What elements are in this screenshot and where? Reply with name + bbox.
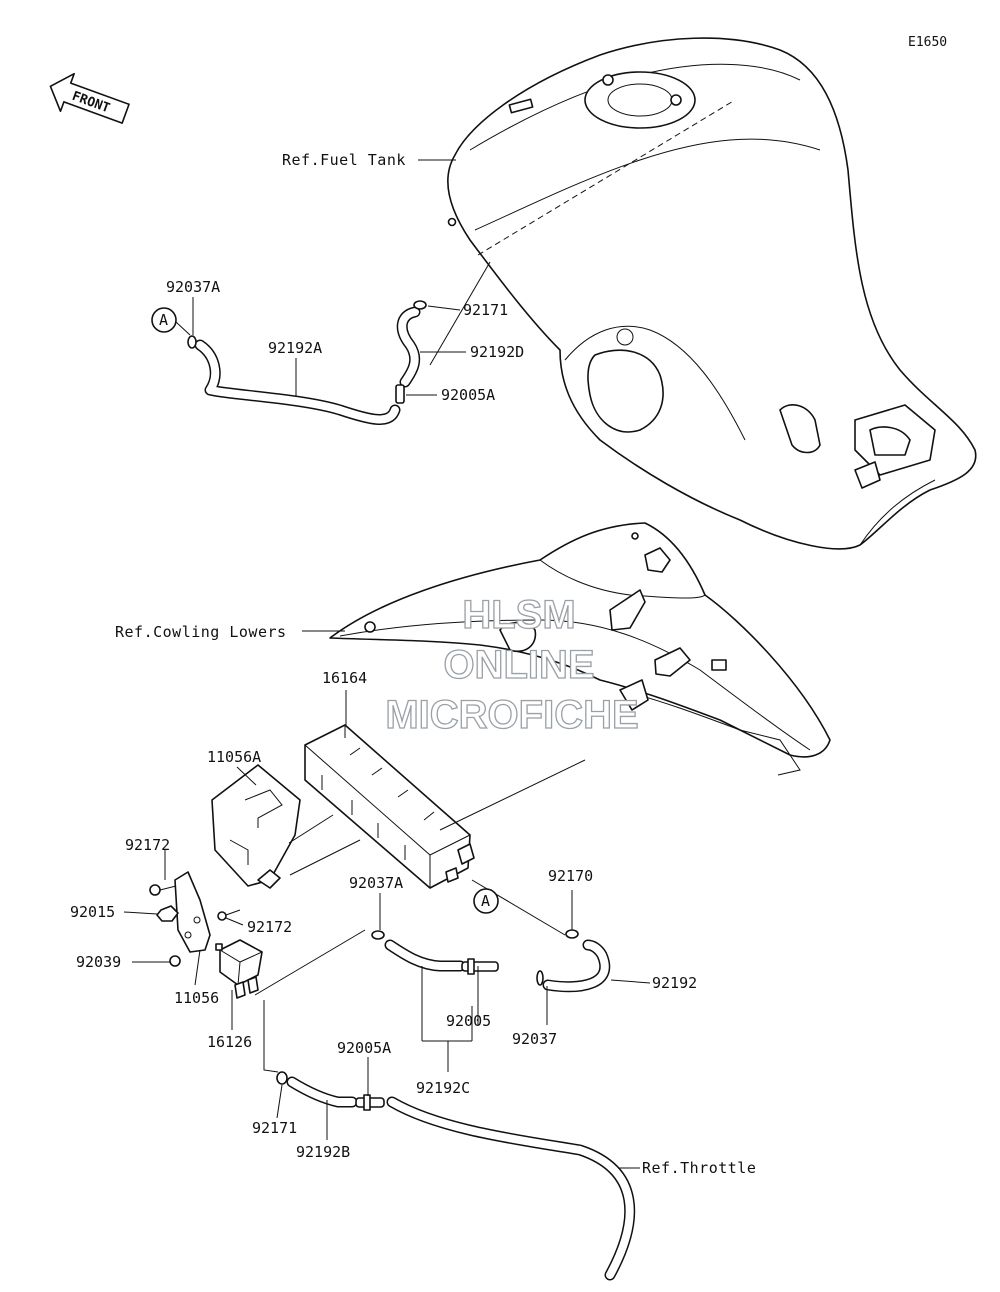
clamp-92171-low: [276, 1071, 288, 1085]
clamp-92037A-top: [187, 335, 197, 349]
diagram-code: E1650: [908, 35, 947, 50]
part-92172-left: 92172: [125, 836, 170, 854]
part-92005A-top: 92005A: [441, 386, 495, 404]
bolt-92039: [169, 955, 181, 967]
part-92037A-top: 92037A: [166, 278, 220, 296]
svg-text:ONLINE: ONLINE: [443, 643, 594, 687]
part-92172-mid: 92172: [247, 918, 292, 936]
part-92171-top: 92171: [463, 301, 508, 319]
cowling-lower-illustration: [329, 522, 831, 776]
clamp-92037A-low: [371, 930, 385, 940]
hose-92192C: [384, 939, 466, 972]
front-direction-arrow-icon: FRONT: [49, 72, 130, 124]
part-92005A-low: 92005A: [337, 1039, 391, 1057]
joint-92005: [461, 958, 499, 975]
valve-16126: [215, 939, 263, 999]
bracket-11056: [174, 871, 211, 953]
part-92005: 92005: [446, 1012, 491, 1030]
part-11056A: 11056A: [207, 748, 261, 766]
part-92039: 92039: [76, 953, 121, 971]
svg-text:A: A: [481, 892, 490, 910]
part-92192C: 92192C: [416, 1079, 470, 1097]
connector-marker-a-top: A: [151, 307, 191, 336]
ref-throttle-label: Ref.Throttle: [642, 1159, 756, 1177]
part-16126: 16126: [207, 1033, 252, 1051]
part-92170: 92170: [548, 867, 593, 885]
bolt-92172-mid: [217, 909, 241, 921]
fuel-tank-illustration: [447, 37, 977, 550]
part-92015: 92015: [70, 903, 115, 921]
svg-text:A: A: [159, 311, 168, 329]
connector-marker-a-low: A: [473, 888, 499, 914]
part-92037: 92037: [512, 1030, 557, 1048]
part-92192: 92192: [652, 974, 697, 992]
part-92171-low: 92171: [252, 1119, 297, 1137]
watermark: HLSM ONLINE MICROFICHE: [385, 592, 640, 737]
part-92037A-low: 92037A: [349, 874, 403, 892]
svg-text:MICROFICHE: MICROFICHE: [385, 693, 638, 737]
hose-92192D: [396, 306, 421, 388]
svg-text:HLSM: HLSM: [462, 593, 575, 637]
bolt-92172-left: [149, 884, 177, 896]
ref-cowling-lowers-label: Ref.Cowling Lowers: [115, 623, 287, 641]
hose-92192B: [286, 1076, 358, 1108]
nut-92015: [156, 905, 179, 922]
part-92192D: 92192D: [470, 343, 524, 361]
part-92192B: 92192B: [296, 1143, 350, 1161]
joint-92005A-top: [395, 384, 405, 404]
part-16164: 16164: [322, 669, 367, 687]
part-92192A: 92192A: [268, 339, 322, 357]
hose-92192: [542, 939, 611, 993]
joint-92005A-low: [355, 1094, 385, 1111]
canister-16164: [304, 724, 475, 889]
clamp-92170: [565, 929, 579, 939]
hose-92192A: [194, 339, 401, 425]
part-11056: 11056: [174, 989, 219, 1007]
bracket-11056A: [211, 764, 301, 889]
ref-fuel-tank-label: Ref.Fuel Tank: [282, 151, 406, 169]
clamp-92171-top: [413, 300, 427, 310]
throttle-hose: [386, 1096, 636, 1281]
clamp-92037: [536, 970, 544, 986]
